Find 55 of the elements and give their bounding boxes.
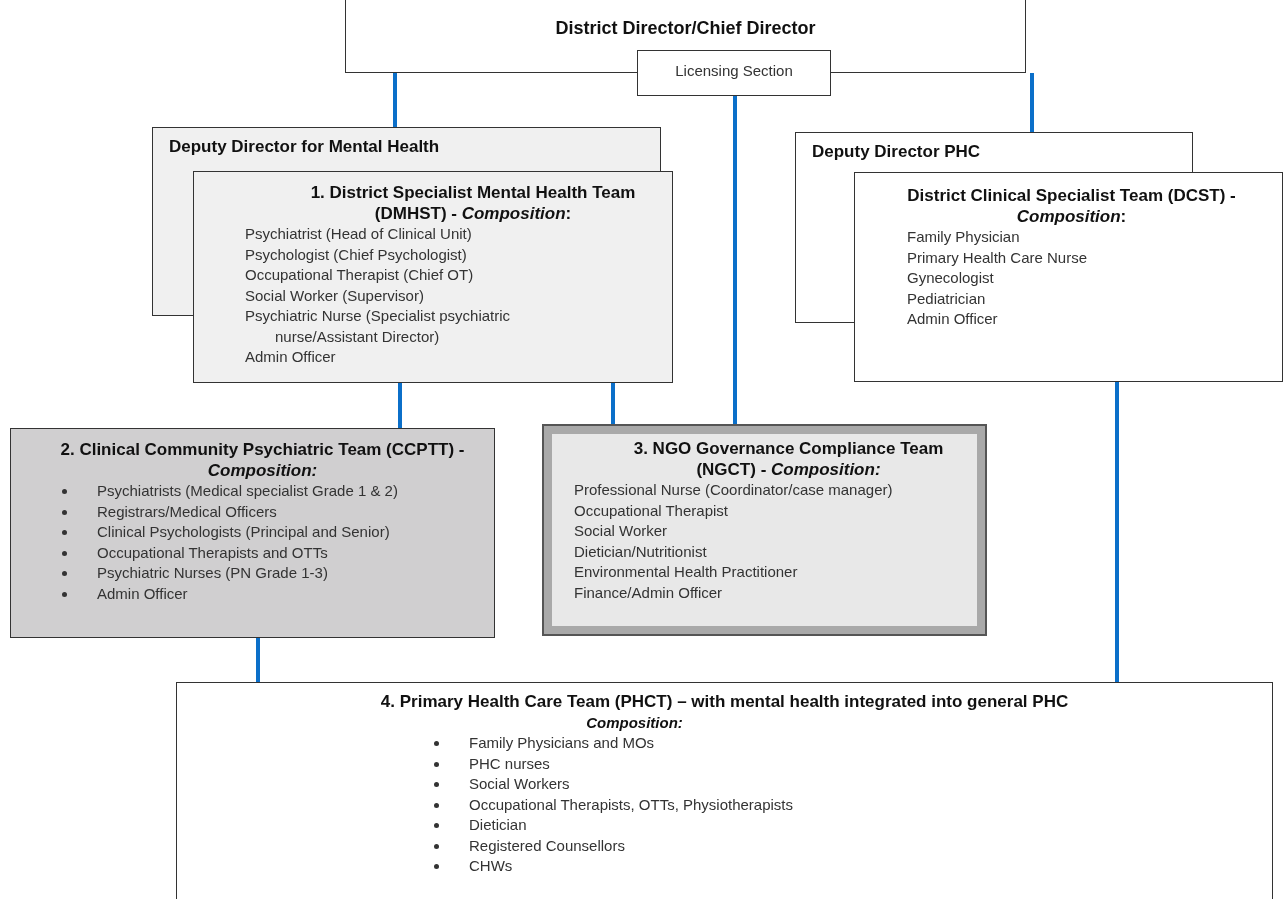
list-item: Occupational Therapists, OTTs, Physiotherapists [469, 795, 794, 813]
team-box [854, 172, 1283, 382]
team-box [542, 424, 987, 636]
list-item: Occupational Therapists and OTTs [97, 543, 328, 561]
subheading: Composition: [585, 713, 684, 733]
connector-line [256, 638, 260, 682]
box-heading: District Clinical Specialist Team (DCST) - Composition: [906, 185, 1237, 227]
team-box [176, 682, 1273, 899]
list-item: Admin Officer [245, 347, 337, 367]
connector-line [1115, 382, 1119, 682]
list-item: Psychologist (Chief Psychologist) [245, 244, 468, 265]
list-item: Admin Officer [97, 584, 188, 602]
connector-line [393, 73, 397, 127]
box-heading: Deputy Director for Mental Health [168, 136, 441, 157]
box-heading: Deputy Director PHC [811, 141, 982, 162]
connector-line [1030, 73, 1034, 132]
box-heading: 1. District Specialist Mental Health Team (DMHST) - Composition: [309, 182, 637, 224]
list-item: Environmental Health Practitioner [574, 562, 799, 582]
list-item: Family Physicians and MOs [469, 734, 655, 751]
list-item: Admin Officer [907, 309, 999, 329]
list-item: Registrars/Medical Officers [97, 502, 277, 520]
box-heading: 2. Clinical Community Psychiatric Team (CCPTT) - Composition: [59, 439, 466, 481]
list-item: Professional Nurse (Coordinator/case manager) [574, 480, 894, 500]
list-item: Occupational Therapist (Chief OT) [245, 265, 475, 285]
list-item: Primary Health Care Nurse [907, 247, 1089, 268]
list-item: Social Worker [574, 521, 669, 541]
box-heading: 4. Primary Health Care Team (PHCT) – with mental health integrated into general PHC [379, 691, 1070, 712]
list-item: Registered Counsellors [469, 836, 625, 854]
list-item: PHC nurses [469, 754, 550, 772]
list-item: Psychiatric Nurse (Specialist psychiatric nurse/Assistant Director) [245, 306, 512, 347]
list-item: Psychiatrist (Head of Clinical Unit) [245, 224, 473, 244]
team-box [193, 171, 673, 383]
box-heading: 3. NGO Governance Compliance Team (NGCT) - Composition: [632, 438, 945, 480]
list-item: Psychiatric Nurses (PN Grade 1-3) [97, 564, 328, 581]
list-item: CHWs [469, 857, 513, 874]
box-heading: District Director/Chief Director [554, 17, 817, 39]
list-item: Social Workers [469, 775, 570, 792]
list-item: Occupational Therapist [574, 500, 729, 521]
list-item: Psychiatrists (Medical specialist Grade 1 & 2) [97, 482, 398, 499]
connector-line [733, 96, 737, 424]
team-box [10, 428, 495, 638]
list-item: Pediatrician [907, 288, 987, 309]
list-item: Gynecologist [907, 268, 995, 288]
list-item: Dietician [469, 816, 527, 833]
section-box [637, 50, 831, 96]
org-box [795, 132, 1193, 172]
list-item: Clinical Psychologists (Principal and Senior) [97, 523, 390, 540]
org-box [152, 127, 661, 171]
list-item: Dietician/Nutritionist [574, 541, 708, 562]
list-item: Finance/Admin Officer [574, 582, 724, 603]
list-item: Social Worker (Supervisor) [245, 285, 425, 306]
box-label: Licensing Section [674, 61, 794, 81]
list-item: Family Physician [907, 227, 1021, 247]
connector-line [611, 383, 615, 424]
connector-line [398, 383, 402, 428]
